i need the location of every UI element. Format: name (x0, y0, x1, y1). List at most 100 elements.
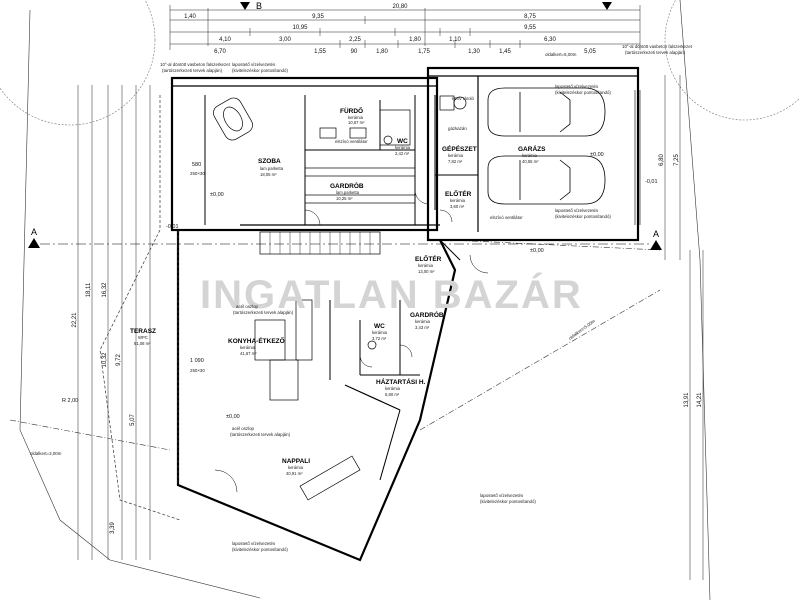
room-garazs-name: GARÁZS (518, 144, 546, 153)
room-eloter2-area: 13,00 m² (418, 269, 435, 274)
note-roof1b: (kivitelezéskor pontosítandó) (232, 68, 288, 73)
note-kazan: gázkazán (448, 126, 467, 131)
dim-right-4: 14,21 (697, 392, 703, 408)
note-column1: acél oszlop (236, 304, 259, 309)
room-gardrob1-name: GARDRÓB (330, 181, 364, 190)
level-szoba: ±0,00 (210, 192, 224, 198)
room-gardrob1-area: 10,25 m² (336, 196, 353, 201)
level-konyha: ±0,00 (226, 414, 240, 420)
car-top-windshield-icon (519, 91, 571, 133)
section-a-right-label: A (653, 229, 659, 239)
room-gepeszet-floor: kerámia (448, 153, 464, 158)
note-column1b: (tartószerkezeti tervek alapján) (233, 310, 294, 315)
note-roof5b: (kivitelezéskor pontosítandó) (232, 547, 288, 552)
room-szoba-area: 18,05 m² (260, 172, 277, 177)
note-roof3: lapostető vízelvezetés (555, 208, 599, 213)
note-facade1b: (tartószerkezeti tervek alapján) (162, 68, 223, 73)
section-a-markers: A A (28, 227, 662, 250)
dim-row3-d: 1,80 (409, 37, 421, 43)
wc1-toilet-icon (383, 135, 393, 145)
room-haztartasi-name: HÁZTARTÁSI H. (376, 377, 426, 386)
room-eloter2-name: ELŐTÉR (415, 254, 442, 263)
level-terasz: -0,01 (166, 224, 179, 230)
car-top-icon (487, 87, 606, 137)
note-roof4b: (kivitelezéskor pontosítandó) (480, 499, 536, 504)
dim-row1-c: 8,75 (524, 14, 536, 20)
dim-left-6: 5,07 (130, 414, 136, 426)
note-eaves1: oldalkert=3,00m (30, 451, 62, 456)
stairs-treads (269, 232, 371, 254)
level-garazs: -0,01 (645, 179, 658, 185)
room-eloter2-floor: kerámia (418, 263, 434, 268)
room-terasz-area: 81,08 m² (134, 341, 151, 346)
level-marks: ±0,00 -0,01 -0,01 ±0,00 ±0,00 ±0,00 (166, 152, 658, 420)
dim-right-2: 7,25 (674, 154, 680, 166)
room-eloter1-floor: kerámia (450, 198, 466, 203)
note-facade-right-b: (tartószerkezeti tervek alapján) (625, 50, 686, 55)
dim-row3-c: 2,25 (349, 37, 361, 43)
door-swings (214, 189, 489, 493)
room-wc2-name: WC (374, 323, 385, 330)
dim-row4-a: 6,70 (214, 49, 226, 55)
dim-right-3: 13,91 (684, 392, 690, 408)
level-garage-door: ±0,00 (590, 152, 604, 158)
room-wc1-area: 2,42 m² (395, 151, 410, 156)
note-sill1: 1 090 (190, 358, 204, 364)
level-eloter: ±0,00 (530, 248, 544, 254)
sofa-icon (299, 455, 361, 501)
dim-row3-a: 4,10 (219, 37, 231, 43)
note-roof2b: (kivitelezéskor pontosítandó) (555, 90, 611, 95)
dim-right-1: 6,80 (659, 154, 665, 166)
car-bottom-windshield-icon (519, 159, 571, 201)
section-a-right-arrow (650, 240, 662, 250)
room-wc1-floor: kerámia (395, 145, 411, 150)
room-wc1-name: WC (397, 138, 408, 145)
plot-boundary (9, 0, 711, 600)
room-nappali-floor: kerámia (288, 465, 304, 470)
room-furdo-area: 10,67 m² (348, 120, 365, 125)
top-dimension-texts: 20,80 1,40 9,35 8,75 10,95 9,55 4,10 3,0… (184, 1, 612, 55)
hmv-tank-icon (453, 96, 467, 110)
room-gardrob1-floor: lam.parketta (336, 190, 360, 195)
room-eloter1-name: ELŐTÉR (445, 189, 472, 198)
note-roof5: lapostető vízelvezetés (232, 541, 276, 546)
dim-left-4: 10,32 (102, 352, 108, 368)
note-vent1: elszívó ventilátor (335, 139, 368, 144)
terrace-outline (99, 95, 181, 521)
note-roof2: lapostető vízelvezetés (555, 84, 599, 89)
top-dimension-lines (169, 5, 641, 50)
room-nappali-name: NAPPALI (282, 458, 310, 465)
dim-row2-b: 9,55 (524, 25, 536, 31)
note-roof4: lapostető vízelvezetés (480, 493, 524, 498)
note-facade-right: 10°-al döntött vasbeton falszerkezet (622, 44, 693, 49)
bathtub-icon (213, 97, 253, 141)
dim-row4-d: 1,80 (376, 49, 388, 55)
note-facade1: 10°-al döntött vasbeton falszerkezet (160, 62, 231, 67)
room-nappali-area: 40,91 m² (286, 471, 303, 476)
section-b-marker-right (602, 2, 612, 10)
right-dimension-lines (664, 75, 704, 580)
dim-row3-e: 1,10 (449, 37, 461, 43)
room-gepeszet-name: GÉPÉSZET (442, 144, 477, 153)
note-radius: R 2,00 (62, 398, 78, 404)
section-b-marker (240, 2, 250, 10)
room-terasz-name: TERASZ (130, 328, 156, 335)
dim-row2-a: 10,95 (292, 25, 308, 31)
dim-row1-a: 1,40 (184, 14, 196, 20)
note-eaves2: oldalkert=5,00m (545, 52, 577, 57)
room-wc2-floor: kerámia (372, 330, 388, 335)
tree-top-right (664, 0, 800, 121)
room-wc2-area: 3,72 m² (372, 336, 387, 341)
dim-row3-b: 3,00 (279, 37, 291, 43)
site-trees (0, 0, 800, 126)
dim-row4-e: 1,75 (418, 49, 430, 55)
section-a-left-arrow (28, 238, 40, 248)
note-roof1: lapostető vízelvezetés (232, 62, 276, 67)
kitchen-counter-icon (295, 299, 313, 361)
room-gardrob2-area: 3,43 m² (415, 325, 430, 330)
room-garazs-area: 40,55 m² (522, 159, 539, 164)
note-hmv: HMV tároló (452, 96, 475, 101)
garage-door (634, 90, 641, 225)
left-dimension-texts: 22,21 18,11 16,32 10,32 9,72 5,07 3,39 (72, 282, 136, 534)
dim-row4-f: 1,30 (468, 49, 480, 55)
